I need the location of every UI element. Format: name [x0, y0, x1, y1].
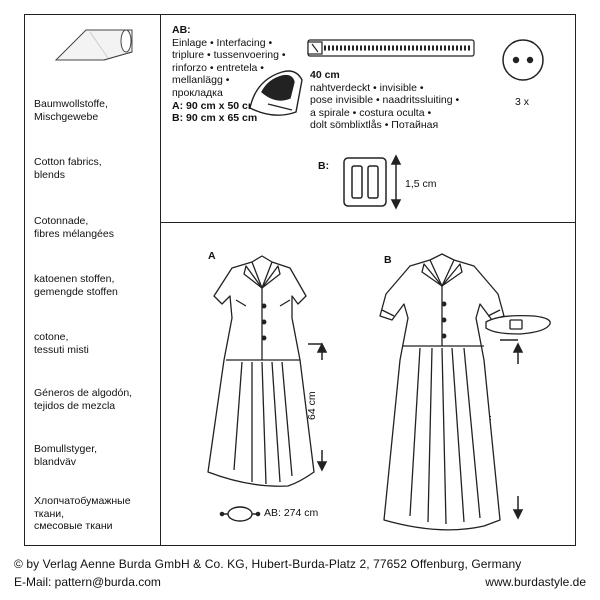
- iron-icon: [249, 70, 303, 116]
- belt-icon: [485, 314, 551, 335]
- buckle-size-arrow: [390, 154, 402, 210]
- belt-length: AB: 274 cm: [264, 507, 319, 519]
- column-divider: [160, 14, 161, 546]
- button-icon: [502, 39, 544, 81]
- dress-b-length-arrows: [500, 339, 524, 520]
- fabric-de: Baumwollstoffe,Mischgewebe: [34, 98, 108, 123]
- interfacing-info: AB: Einlage • Interfacing • triplure • t…: [172, 24, 286, 125]
- rolled-belt-icon: [219, 506, 261, 522]
- fabric-sv: Bomullstyger,blandväv: [34, 443, 98, 468]
- dress-a-drawing: [207, 255, 315, 487]
- view-a-label: A: [208, 250, 216, 262]
- fabric-es: Géneros de algodón,tejidos de mezcla: [34, 387, 133, 412]
- fabric-en: Cotton fabrics,blends: [34, 156, 102, 181]
- dress-a-length-arrows: [308, 342, 328, 472]
- fabric-fr: Cotonnade,fibres mélangées: [34, 215, 114, 240]
- buckle-icon: [343, 157, 387, 207]
- fabric-bolt-icon: [54, 29, 133, 61]
- dress-b-drawing: [379, 253, 505, 531]
- zipper-icon: [307, 39, 475, 57]
- buckle-label: B:: [318, 160, 330, 172]
- website-link[interactable]: www.burdastyle.de: [485, 575, 586, 589]
- zipper-info: 40 cm nahtverdeckt • invisible • pose in…: [310, 69, 460, 132]
- buckle-size: 1,5 cm: [405, 178, 437, 190]
- fabric-it: cotone,tessuti misti: [34, 331, 89, 356]
- pattern-info-frame: [24, 14, 576, 546]
- email-address[interactable]: E-Mail: pattern@burda.com: [14, 575, 161, 589]
- fabric-nl: katoenen stoffen,gemengde stoffen: [34, 273, 118, 298]
- copyright-notice: © by Verlag Aenne Burda GmbH & Co. KG, H…: [14, 557, 522, 571]
- row-divider: [160, 222, 576, 223]
- button-count: 3 x: [515, 96, 530, 108]
- view-b-label: B: [384, 254, 392, 266]
